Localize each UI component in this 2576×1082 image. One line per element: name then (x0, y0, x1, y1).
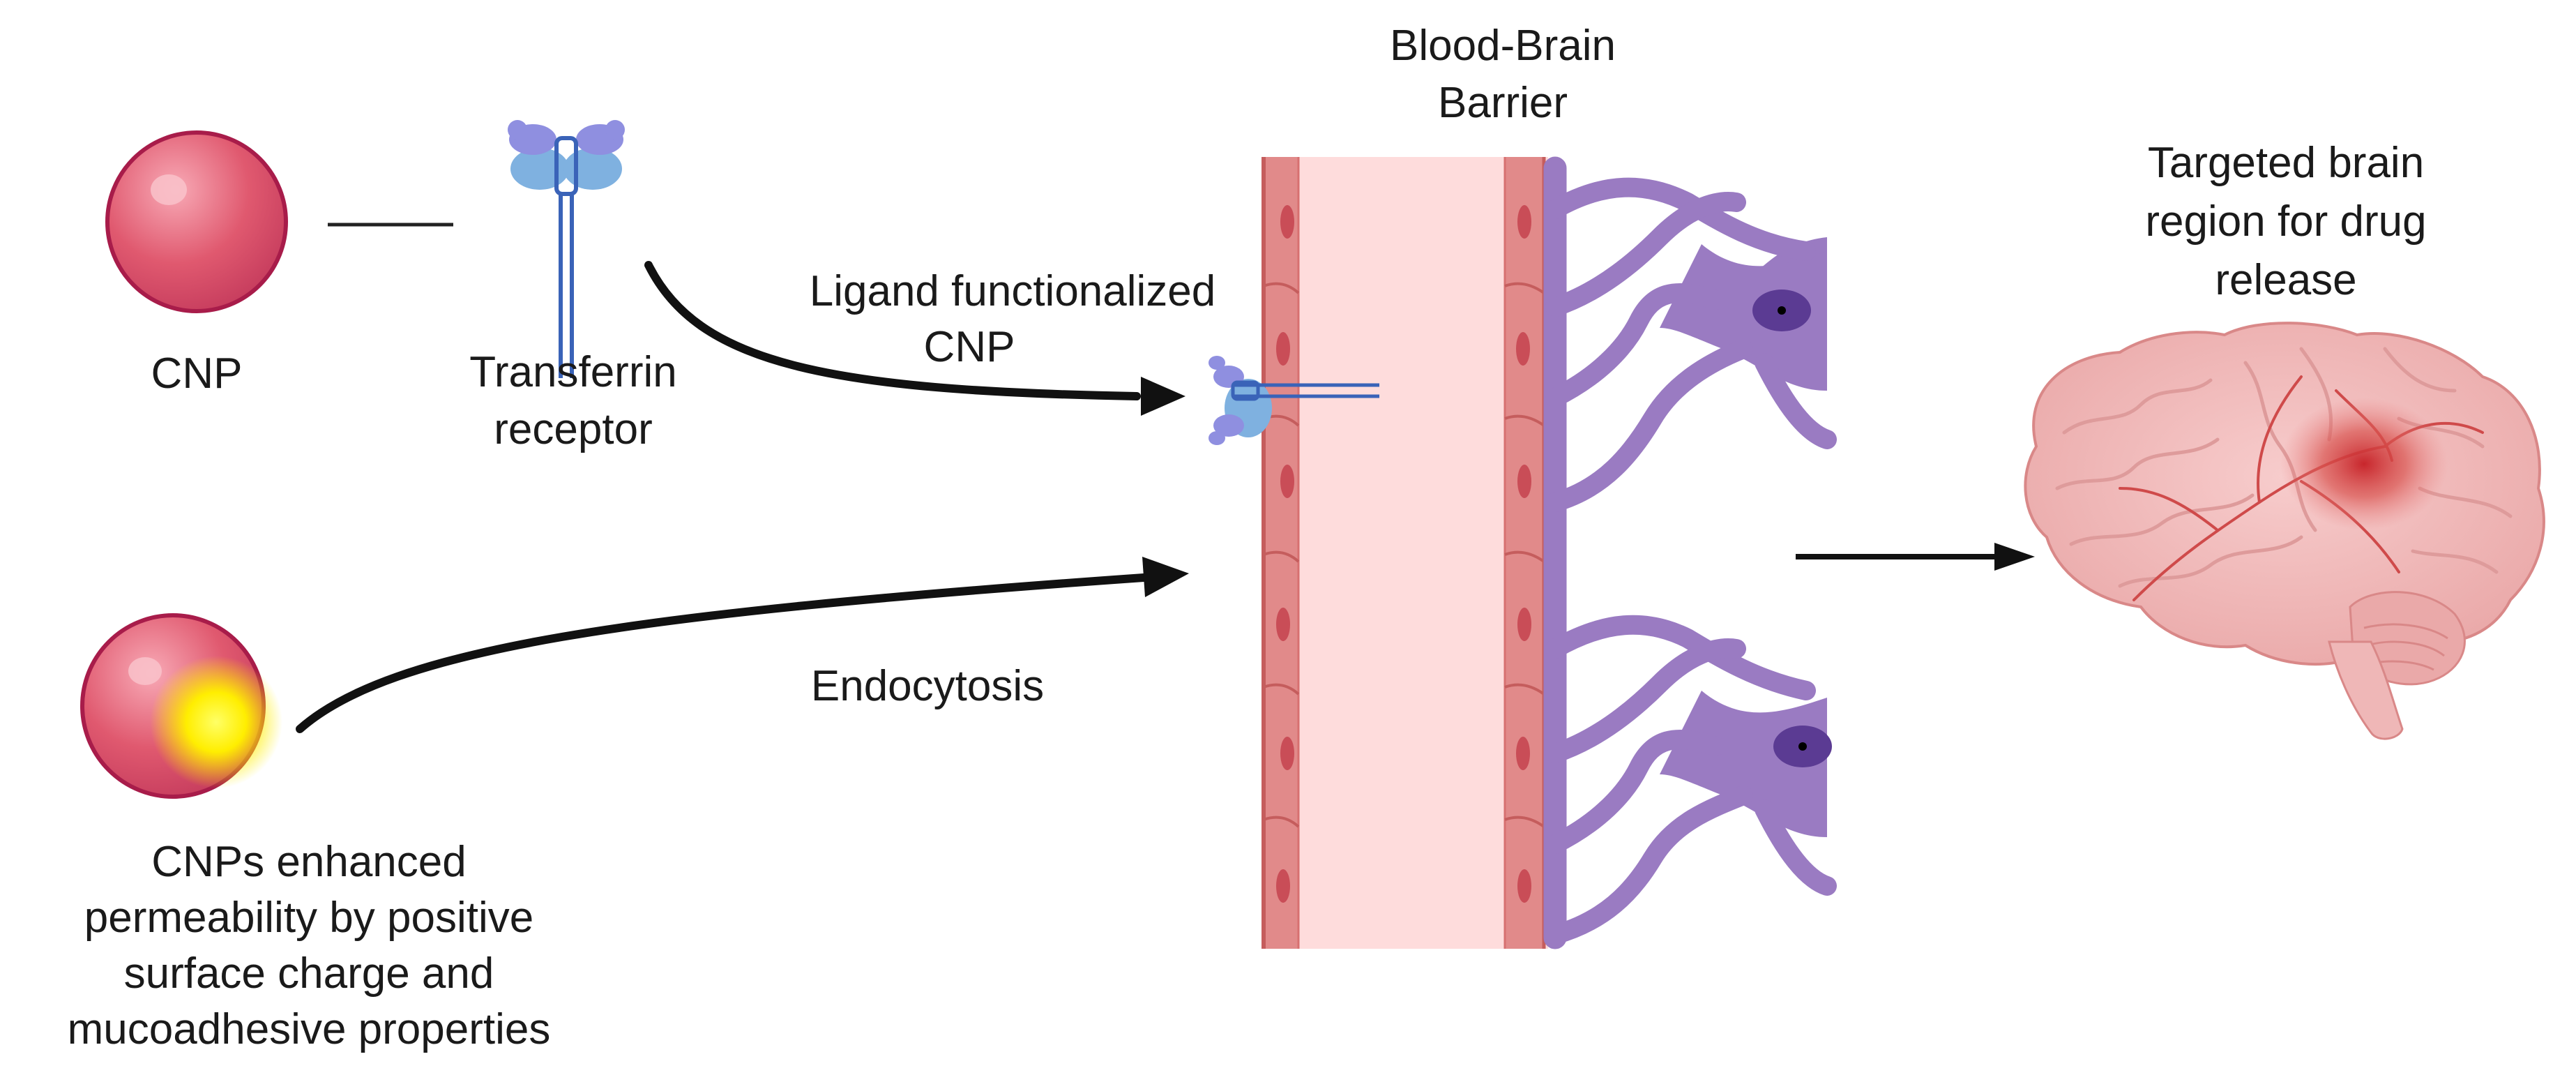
cnp-label: CNP (151, 350, 243, 398)
endocytosis-label: Endocytosis (811, 662, 1044, 710)
transferrin-label-line2: receptor (494, 405, 652, 453)
cnps-caption-line1: CNPs enhanced (151, 838, 467, 886)
target-label-line2: region for drug (2145, 197, 2426, 246)
ligand-arrow (644, 261, 1185, 416)
ligand-label-line2: CNP (924, 323, 1015, 371)
nanoparticle-icon (105, 130, 288, 313)
charged-nanoparticle-icon (80, 613, 282, 799)
transferrin-receptor-icon (508, 120, 625, 378)
cnps-caption-line4: mucoadhesive properties (68, 1005, 551, 1053)
bbb-label-line2: Barrier (1438, 79, 1568, 127)
brain-icon (2024, 322, 2545, 740)
endocytosis-arrow (296, 557, 1189, 733)
transferrin-label-line1: Transferrin (469, 348, 676, 396)
brain-arrow (1796, 543, 2035, 571)
target-label-line1: Targeted brain (2148, 139, 2424, 187)
bbb-label-line1: Blood-Brain (1390, 22, 1616, 70)
cnps-caption-line3: surface charge and (124, 949, 494, 998)
astrocyte-icon (1543, 156, 1837, 949)
target-label-line3: release (2215, 256, 2356, 304)
cnps-caption-line2: permeability by positive (84, 894, 533, 942)
ligand-receptor-complex-icon (1209, 356, 1379, 445)
blood-brain-barrier (1262, 157, 1548, 949)
ligand-label-line1: Ligand functionalized (810, 267, 1216, 315)
